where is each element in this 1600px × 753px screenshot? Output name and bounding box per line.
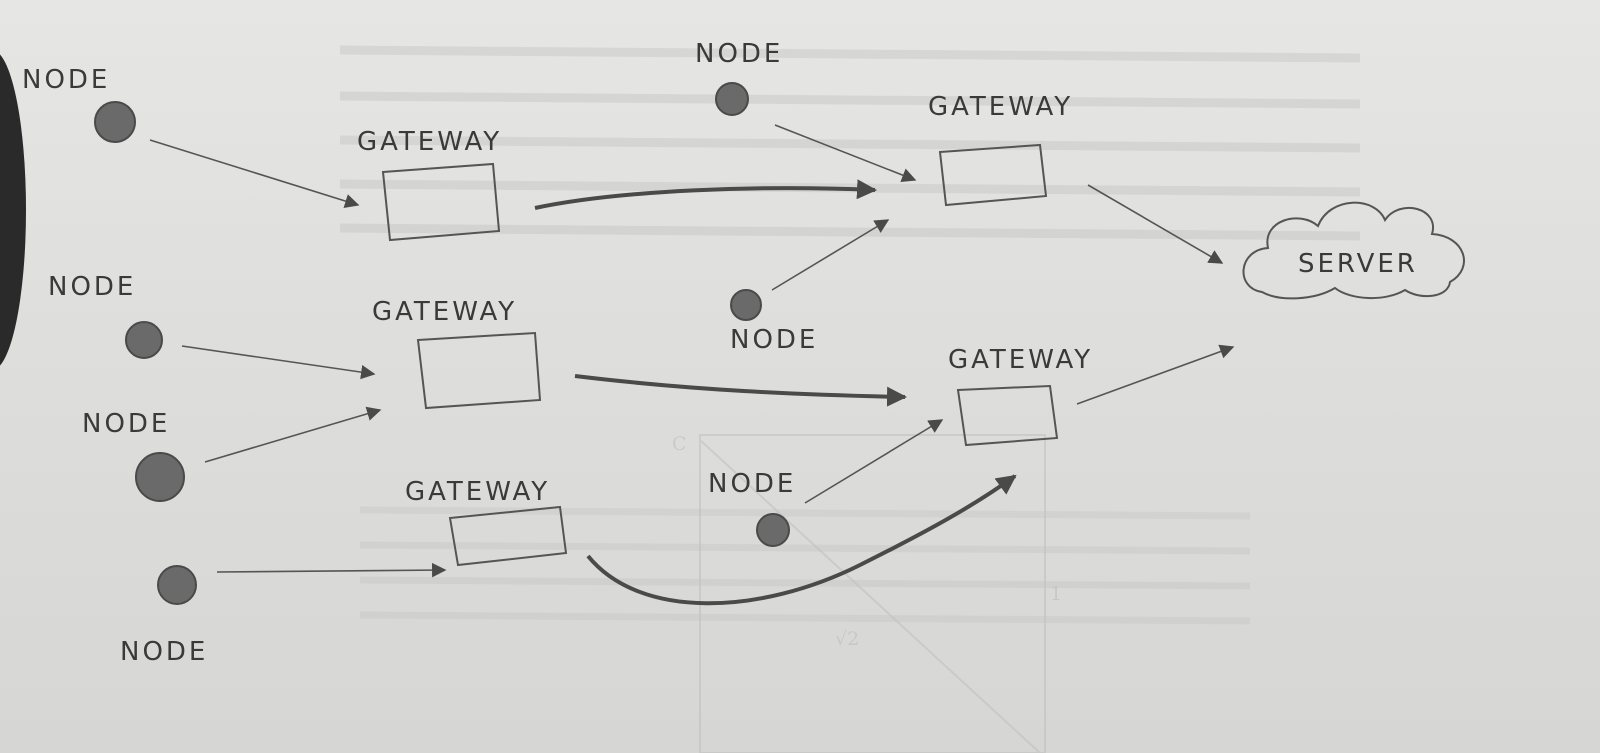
node-5: NODE [120, 565, 208, 667]
gateway-box [956, 384, 1059, 447]
edge-gateway5-server [1076, 344, 1235, 405]
gateway-1: GATEWAY [357, 127, 502, 242]
node-dot [715, 82, 749, 116]
edge-node3-gateway2 [181, 345, 376, 380]
node-label: NODE [120, 637, 208, 667]
node-6: NODE [730, 289, 818, 355]
server-label: SERVER [1298, 249, 1418, 279]
node-3: NODE [48, 272, 163, 359]
thick-edges [534, 179, 1017, 606]
node-dot [730, 289, 762, 321]
node-7: NODE [708, 469, 796, 547]
node-label: NODE [695, 39, 783, 69]
node-label: NODE [82, 409, 170, 439]
edges [149, 124, 1235, 578]
svg-text:√2: √2 [835, 628, 859, 650]
edge-node4-gateway2 [204, 406, 382, 463]
gateway-box [448, 505, 568, 567]
edge-node6-gateway4 [771, 219, 890, 291]
svg-text:C: C [672, 433, 687, 455]
edge-gateway2-gateway5 [574, 374, 907, 407]
node-label: NODE [48, 272, 136, 302]
edge-node2-gateway4 [774, 124, 917, 182]
gateway-label: GATEWAY [928, 92, 1073, 122]
node-dot [157, 565, 197, 605]
gateway-box [381, 162, 501, 242]
gateway-3: GATEWAY [405, 477, 568, 567]
node-label: NODE [730, 325, 818, 355]
node-dot [94, 101, 136, 143]
node-dot [135, 452, 185, 502]
edge-node7-gateway5 [804, 419, 944, 504]
edge-node5-gateway3 [216, 562, 447, 578]
node-dot [756, 513, 790, 547]
bleed-through-geometry: C 1 √2 [672, 433, 1062, 753]
node-1: NODE [22, 65, 136, 143]
node-4: NODE [82, 409, 185, 502]
bleed-through-text-lines [339, 45, 1361, 625]
edge-gateway4-server [1087, 184, 1224, 264]
edge-gateway3-gateway5 [586, 474, 1017, 606]
node-2: NODE [695, 39, 783, 116]
edge-gateway1-gateway4 [534, 179, 877, 210]
node-label: NODE [22, 65, 110, 95]
gateway-box [416, 331, 542, 410]
server-cloud-icon [1242, 201, 1465, 300]
svg-text:1: 1 [1050, 583, 1062, 605]
gateway-2: GATEWAY [372, 297, 542, 410]
gateway-box [938, 143, 1048, 207]
edge-shadow [0, 54, 26, 366]
gateway-label: GATEWAY [948, 345, 1093, 375]
gateway-4: GATEWAY [928, 92, 1073, 207]
gateway-label: GATEWAY [372, 297, 517, 327]
edge-node1-gateway1 [149, 139, 360, 209]
node-label: NODE [708, 469, 796, 499]
server: SERVER [1242, 201, 1465, 300]
gateway-label: GATEWAY [405, 477, 550, 507]
gateway-5: GATEWAY [948, 345, 1093, 447]
gateway-label: GATEWAY [357, 127, 502, 157]
node-dot [125, 321, 163, 359]
